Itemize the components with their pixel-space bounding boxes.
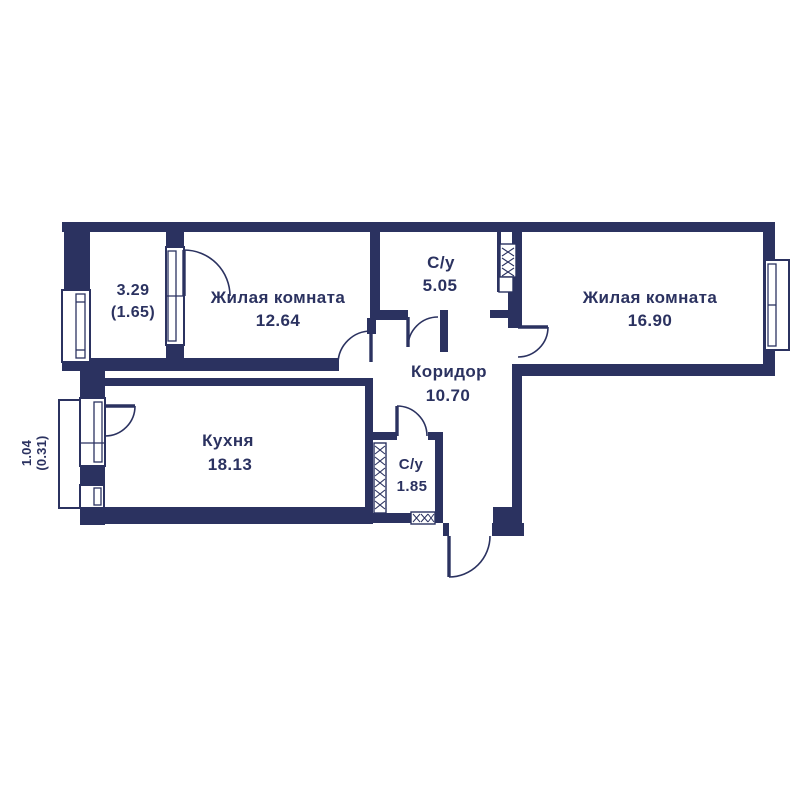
balcony2-door-window-unit xyxy=(79,397,106,467)
window-balcony1-partition xyxy=(165,246,185,346)
room-label-living-2: Жилая комната xyxy=(582,288,718,307)
window-living2 xyxy=(764,259,790,351)
door-bathroom2 xyxy=(395,405,428,437)
room-area-bathroom-1: 5.05 xyxy=(423,276,458,295)
room-area-living-1: 12.64 xyxy=(256,311,301,330)
room-area-corridor: 10.70 xyxy=(426,386,471,405)
room-label-bathroom-1: С/у xyxy=(427,253,455,272)
door-balcony1 xyxy=(182,249,231,297)
room-label-corridor: Коридор xyxy=(411,362,487,381)
window-balcony1-left xyxy=(61,289,91,363)
room-area-bathroom-2: 1.85 xyxy=(397,478,428,495)
balcony1-area-reduced: (1.65) xyxy=(111,304,155,321)
door-living1 xyxy=(337,330,373,364)
door-kitchen-balcony xyxy=(104,404,136,437)
door-bathroom1 xyxy=(406,316,439,348)
balcony2-outline xyxy=(58,399,80,509)
vent-shaft-top xyxy=(498,243,517,293)
door-entrance xyxy=(447,535,491,578)
balcony2-area: 1.04 xyxy=(19,439,34,466)
room-label-living-1: Жилая комната xyxy=(210,288,346,307)
balcony1-area: 3.29 xyxy=(117,282,150,299)
room-area-kitchen: 18.13 xyxy=(208,455,253,474)
window-kitchen xyxy=(79,484,105,509)
room-label-kitchen: Кухня xyxy=(202,431,254,450)
vent-box-bathroom2 xyxy=(410,511,436,525)
room-label-bathroom-2: С/у xyxy=(399,456,424,473)
balcony2-area-reduced: (0.31) xyxy=(34,435,49,470)
door-living2 xyxy=(517,325,549,358)
room-area-living-2: 16.90 xyxy=(628,311,673,330)
vent-shaft-bathroom2 xyxy=(373,442,387,514)
